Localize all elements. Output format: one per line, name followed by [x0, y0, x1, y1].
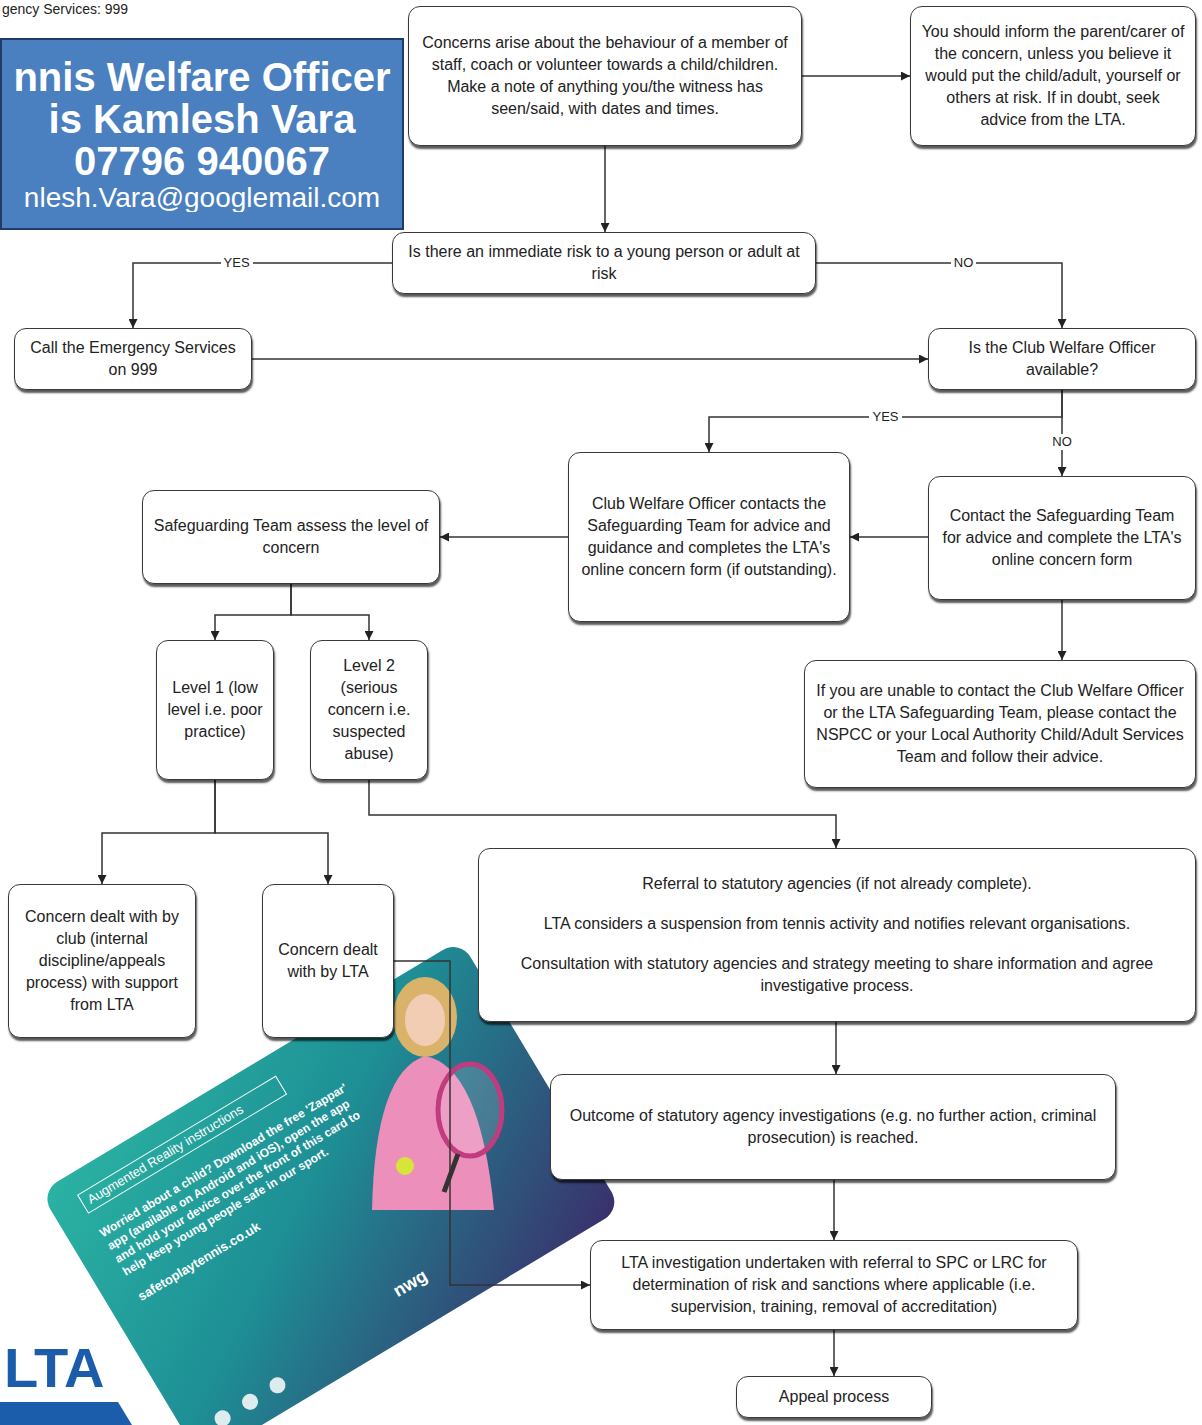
edge-label: YES	[869, 409, 901, 425]
node-text: LTA investigation undertaken with referr…	[601, 1252, 1067, 1318]
edge-label: NO	[1049, 434, 1075, 450]
process-box: Safeguarding Team assess the level of co…	[142, 490, 440, 584]
connector	[252, 358, 928, 360]
connector	[215, 780, 328, 884]
edge-label: YES	[221, 255, 253, 271]
node-text: Concerns arise about the behaviour of a …	[419, 32, 791, 120]
connector	[291, 584, 369, 640]
node-text: You should inform the parent/carer of th…	[921, 21, 1185, 131]
face	[405, 994, 445, 1046]
edge-label: NO	[951, 255, 977, 271]
logo-mark	[239, 1391, 261, 1413]
level-box: Level 2 (serious concern i.e. suspected …	[310, 640, 428, 780]
node-text: Is the Club Welfare Officer available?	[939, 337, 1185, 381]
process-box: Concerns arise about the behaviour of a …	[408, 6, 802, 146]
node-text: Concern dealt with by club (internal dis…	[19, 906, 185, 1016]
node-text: Call the Emergency Services on 999	[25, 337, 241, 381]
node-text: Level 1 (low level i.e. poor practice)	[167, 677, 263, 743]
connector	[833, 1330, 835, 1376]
connector	[215, 584, 291, 640]
process-box: Outcome of statutory agency investigatio…	[550, 1074, 1116, 1180]
node-text: If you are unable to contact the Club We…	[815, 680, 1185, 768]
connector	[835, 1022, 837, 1074]
logo-mark	[212, 1407, 234, 1425]
node-text: Concern dealt with by LTA	[273, 939, 383, 983]
connector	[102, 780, 215, 884]
connector	[833, 1180, 835, 1240]
process-box: Club Welfare Officer contacts the Safegu…	[568, 452, 850, 622]
node-text: LTA considers a suspension from tennis a…	[544, 913, 1130, 935]
node-text: Consultation with statutory agencies and…	[489, 953, 1185, 997]
decision-box: Is the Club Welfare Officer available?	[928, 328, 1196, 390]
connector	[802, 75, 910, 77]
node-text: Is there an immediate risk to a young pe…	[403, 241, 805, 285]
node-text: Club Welfare Officer contacts the Safegu…	[579, 493, 839, 581]
decision-box: Is there an immediate risk to a young pe…	[392, 232, 816, 294]
node-text: nlesh.Vara@googlemail.com	[24, 183, 380, 213]
logo-mark	[266, 1374, 288, 1396]
outcome-box: Concern dealt with by club (internal dis…	[8, 884, 196, 1038]
outcome-box: Concern dealt with by LTA	[262, 884, 394, 1038]
process-box: You should inform the parent/carer of th…	[910, 6, 1196, 146]
process-box: Appeal process	[736, 1376, 932, 1418]
node-text: Referral to statutory agencies (if not a…	[642, 873, 1032, 895]
node-text: Outcome of statutory agency investigatio…	[561, 1105, 1105, 1149]
connector	[133, 263, 392, 328]
welfare-officer-panel: nnis Welfare Officer is Kamlesh Vara0779…	[0, 38, 404, 230]
hair	[393, 977, 457, 1057]
connector	[369, 780, 836, 848]
page-note: gency Services: 999	[2, 1, 128, 19]
logo-swoosh	[0, 1402, 132, 1425]
level-box: Level 1 (low level i.e. poor practice)	[156, 640, 274, 780]
connector	[816, 263, 1062, 328]
process-box: LTA investigation undertaken with referr…	[590, 1240, 1078, 1330]
node-text: Safeguarding Team assess the level of co…	[153, 515, 429, 559]
node-text: Level 2 (serious concern i.e. suspected …	[321, 655, 417, 765]
racket-handle	[444, 1154, 458, 1192]
process-box: Call the Emergency Services on 999	[14, 328, 252, 390]
connector	[850, 536, 928, 538]
node-text: Appeal process	[779, 1386, 889, 1408]
process-box: If you are unable to contact the Club We…	[804, 660, 1196, 788]
process-box: Contact the Safeguarding Team for advice…	[928, 476, 1196, 600]
node-text: 07796 940067	[74, 140, 330, 182]
process-box: Referral to statutory agencies (if not a…	[478, 848, 1196, 1022]
racket	[438, 1064, 502, 1156]
connector	[604, 146, 606, 232]
connector	[709, 390, 1062, 452]
tennis-ball	[396, 1157, 414, 1175]
brand-logo: LTA	[4, 1333, 105, 1403]
connector	[1061, 600, 1063, 660]
connector	[440, 536, 568, 538]
node-text: Contact the Safeguarding Team for advice…	[939, 505, 1185, 571]
node-text: nnis Welfare Officer is Kamlesh Vara	[6, 56, 398, 141]
